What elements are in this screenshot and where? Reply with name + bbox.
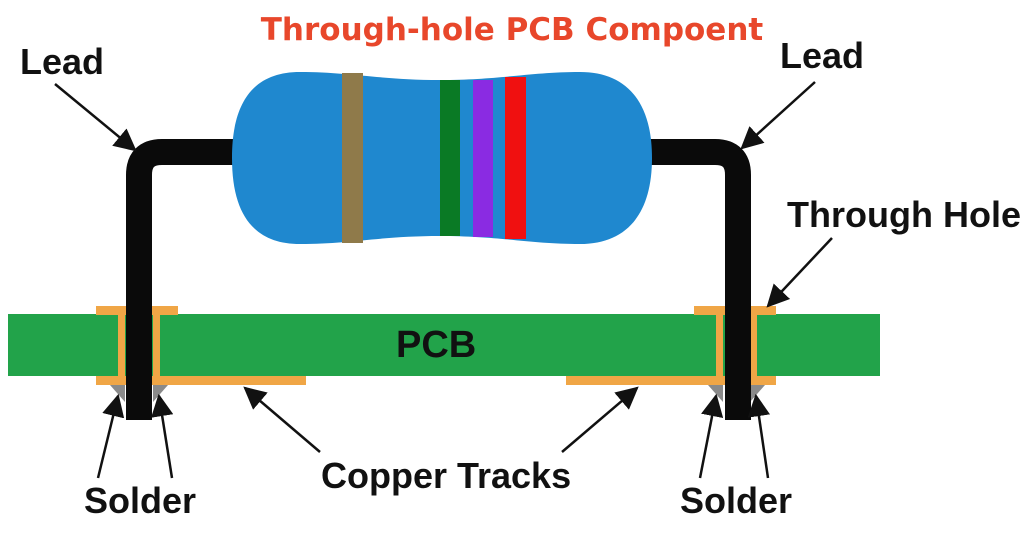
- resistor-band-2: [440, 80, 460, 236]
- arrow-lead-right: [740, 81, 816, 150]
- arrow-through-hole: [766, 237, 833, 308]
- label-lead-left: Lead: [20, 41, 105, 82]
- arrow-solder-left-2: [151, 393, 174, 479]
- through-hole-plating-right-inner: [750, 306, 757, 385]
- copper-pad-bottom-right: [566, 376, 776, 385]
- label-solder-left: Solder: [84, 480, 197, 521]
- arrow-solder-right-1: [698, 393, 724, 479]
- label-pcb: PCB: [396, 324, 477, 366]
- resistor-band-1: [342, 73, 363, 243]
- arrow-solder-left-1: [96, 393, 125, 479]
- resistor-band-4: [505, 77, 526, 239]
- diagram-title: Through-hole PCB Compoent: [260, 12, 764, 48]
- lead-wire-right: [630, 139, 751, 420]
- through-hole-plating-right: [716, 306, 723, 385]
- label-solder-right: Solder: [680, 480, 793, 521]
- copper-pad-bottom-left: [96, 376, 306, 385]
- arrow-lead-left: [54, 83, 137, 152]
- arrow-copper-left: [243, 386, 321, 453]
- arrow-copper-right: [561, 386, 639, 453]
- through-hole-plating-left: [118, 306, 125, 385]
- arrow-solder-right-2: [747, 393, 771, 479]
- label-lead-right: Lead: [780, 35, 865, 76]
- label-through-hole: Through Hole: [787, 194, 1021, 235]
- label-copper-tracks: Copper Tracks: [321, 455, 572, 496]
- lead-wire-left: [126, 139, 245, 420]
- through-hole-plating-left-inner: [153, 306, 160, 385]
- resistor-band-3: [473, 80, 493, 237]
